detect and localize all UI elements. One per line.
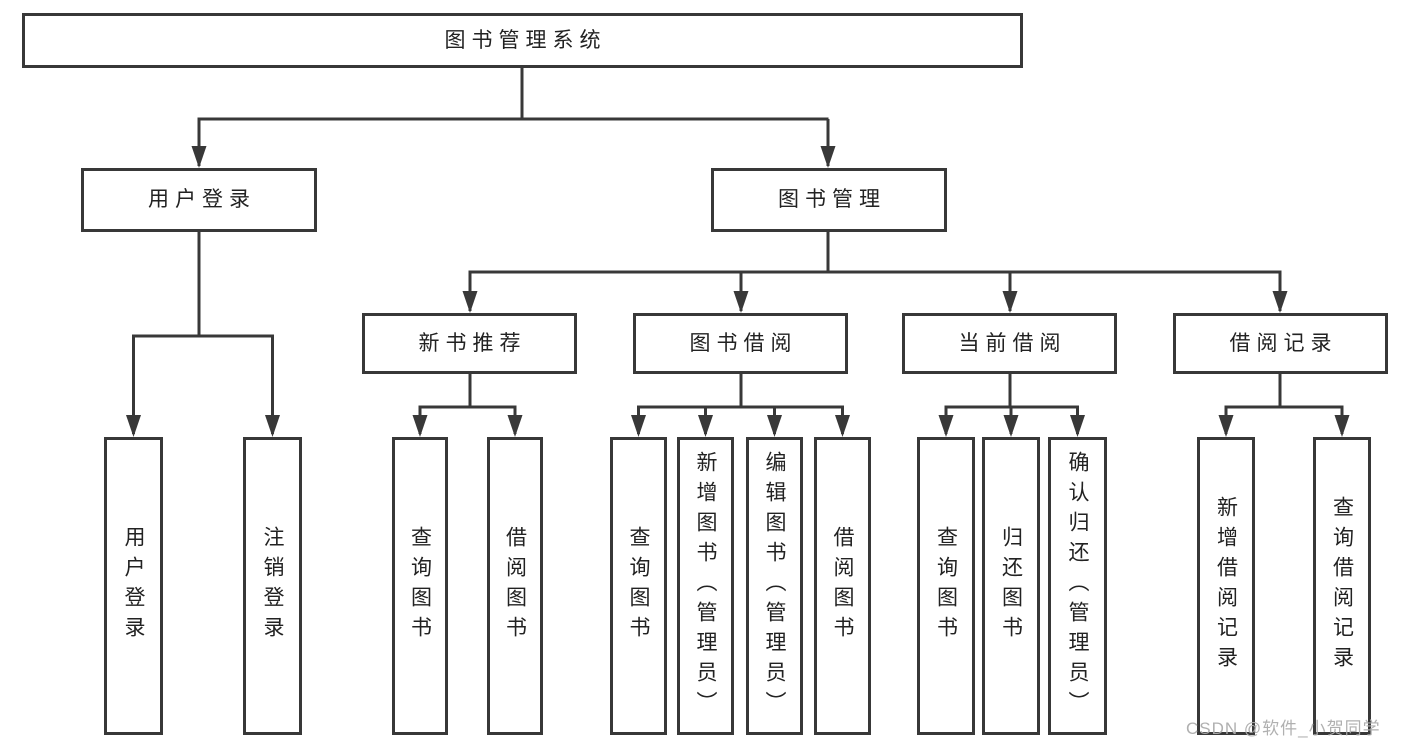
leaf-add-borrow-record: 新增借阅记录 [1197, 437, 1255, 735]
node-book-borrowing: 图书借阅 [633, 313, 848, 374]
node-library-system-label: 图书管理系统 [444, 28, 607, 52]
node-book-management-label: 图书管理 [778, 188, 886, 212]
leaf-return-book-label: 归还图书 [999, 526, 1023, 646]
leaf-add-borrow-record-label: 新增借阅记录 [1214, 496, 1238, 676]
node-borrowing-records-label: 借阅记录 [1229, 331, 1338, 355]
node-user-login-label: 用户登录 [148, 188, 256, 212]
leaf-logout-label: 注销登录 [261, 526, 285, 646]
node-library-system: 图书管理系统 [22, 13, 1023, 68]
leaf-add-book-admin-label: 新增图书（管理员） [694, 451, 718, 721]
node-book-borrowing-label: 图书借阅 [689, 331, 798, 355]
node-current-borrowing-label: 当前借阅 [958, 331, 1067, 355]
leaf-current-query-book: 查询图书 [917, 437, 975, 735]
leaf-borrowing-borrow-book: 借阅图书 [814, 437, 871, 735]
leaf-return-book: 归还图书 [982, 437, 1040, 735]
node-current-borrowing: 当前借阅 [902, 313, 1117, 374]
leaf-logout: 注销登录 [243, 437, 302, 735]
node-borrowing-records: 借阅记录 [1173, 313, 1388, 374]
leaf-query-borrow-record: 查询借阅记录 [1313, 437, 1371, 735]
leaf-user-login: 用户登录 [104, 437, 163, 735]
node-book-management: 图书管理 [711, 168, 947, 232]
node-user-login: 用户登录 [81, 168, 317, 232]
leaf-user-login-label: 用户登录 [122, 526, 146, 646]
leaf-confirm-return-admin-label: 确认归还（管理员） [1066, 451, 1090, 721]
leaf-edit-book-admin-label: 编辑图书（管理员） [763, 451, 787, 721]
leaf-borrowing-query-book-label: 查询图书 [627, 526, 651, 646]
leaf-edit-book-admin: 编辑图书（管理员） [746, 437, 803, 735]
leaf-add-book-admin: 新增图书（管理员） [677, 437, 734, 735]
leaf-recommend-borrow-book-label: 借阅图书 [503, 526, 527, 646]
csdn-watermark: CSDN @软件_小贺同学 [1186, 719, 1381, 738]
leaf-confirm-return-admin: 确认归还（管理员） [1048, 437, 1107, 735]
leaf-recommend-borrow-book: 借阅图书 [487, 437, 543, 735]
node-new-book-recommend-label: 新书推荐 [418, 331, 527, 355]
leaf-recommend-query-book-label: 查询图书 [408, 526, 432, 646]
leaf-query-borrow-record-label: 查询借阅记录 [1330, 496, 1354, 676]
leaf-recommend-query-book: 查询图书 [392, 437, 448, 735]
node-new-book-recommend: 新书推荐 [362, 313, 577, 374]
leaf-borrowing-query-book: 查询图书 [610, 437, 667, 735]
leaf-borrowing-borrow-book-label: 借阅图书 [831, 526, 855, 646]
leaf-current-query-book-label: 查询图书 [934, 526, 958, 646]
